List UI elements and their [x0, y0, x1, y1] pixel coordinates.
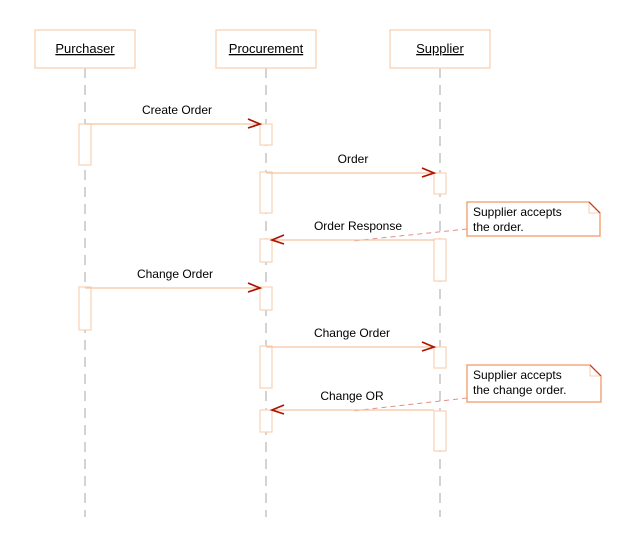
activation-bar-procurement	[259, 409, 273, 433]
activation-bar-purchaser	[78, 123, 92, 166]
activation-bar-procurement	[259, 123, 273, 146]
activation-bar-purchaser	[78, 286, 92, 331]
note-fold-flap-icon	[589, 365, 601, 377]
message-label-change-order: Change Order	[314, 326, 390, 340]
message-arrowhead-change-order	[247, 282, 263, 293]
activation-bar-procurement	[259, 171, 273, 214]
activation-bar-supplier	[433, 346, 447, 369]
message-arrowhead-change-order	[421, 341, 437, 352]
note-fold-flap-icon	[588, 202, 600, 214]
message-label-order: Order	[338, 152, 369, 166]
message-label-order-response: Order Response	[314, 219, 402, 233]
note-fold-edge-icon	[588, 201, 601, 214]
actor-box-supplier	[389, 29, 491, 69]
note-box-0	[466, 201, 601, 237]
activation-bar-supplier	[433, 172, 447, 195]
note-fold-edge-icon	[589, 364, 602, 377]
actor-label-purchaser: Purchaser	[55, 41, 115, 56]
actor-box-procurement	[215, 29, 317, 69]
actor-label-procurement: Procurement	[229, 41, 304, 56]
message-arrowhead-order	[421, 167, 437, 178]
activation-bar-supplier	[433, 410, 447, 452]
note-text-line: the order.	[473, 220, 524, 234]
message-arrowhead-change-or	[269, 404, 285, 415]
message-label-change-or: Change OR	[320, 389, 384, 403]
note-text-line: Supplier accepts	[473, 368, 562, 382]
message-arrowhead-create-order	[247, 118, 263, 129]
note-connector-0	[351, 228, 468, 242]
note-connector-1	[351, 397, 468, 412]
actor-label-supplier: Supplier	[416, 41, 464, 56]
note-text-line: the change order.	[473, 383, 566, 397]
activation-bar-procurement	[259, 238, 273, 263]
actor-box-purchaser	[34, 29, 136, 69]
message-label-create-order: Create Order	[142, 103, 212, 117]
note-text-line: Supplier accepts	[473, 205, 562, 219]
message-arrowhead-order-response	[269, 234, 285, 245]
message-label-change-order: Change Order	[137, 267, 213, 281]
activation-bar-supplier	[433, 238, 447, 282]
activation-bar-procurement	[259, 286, 273, 311]
activation-bar-procurement	[259, 345, 273, 389]
note-box-1	[466, 364, 602, 403]
